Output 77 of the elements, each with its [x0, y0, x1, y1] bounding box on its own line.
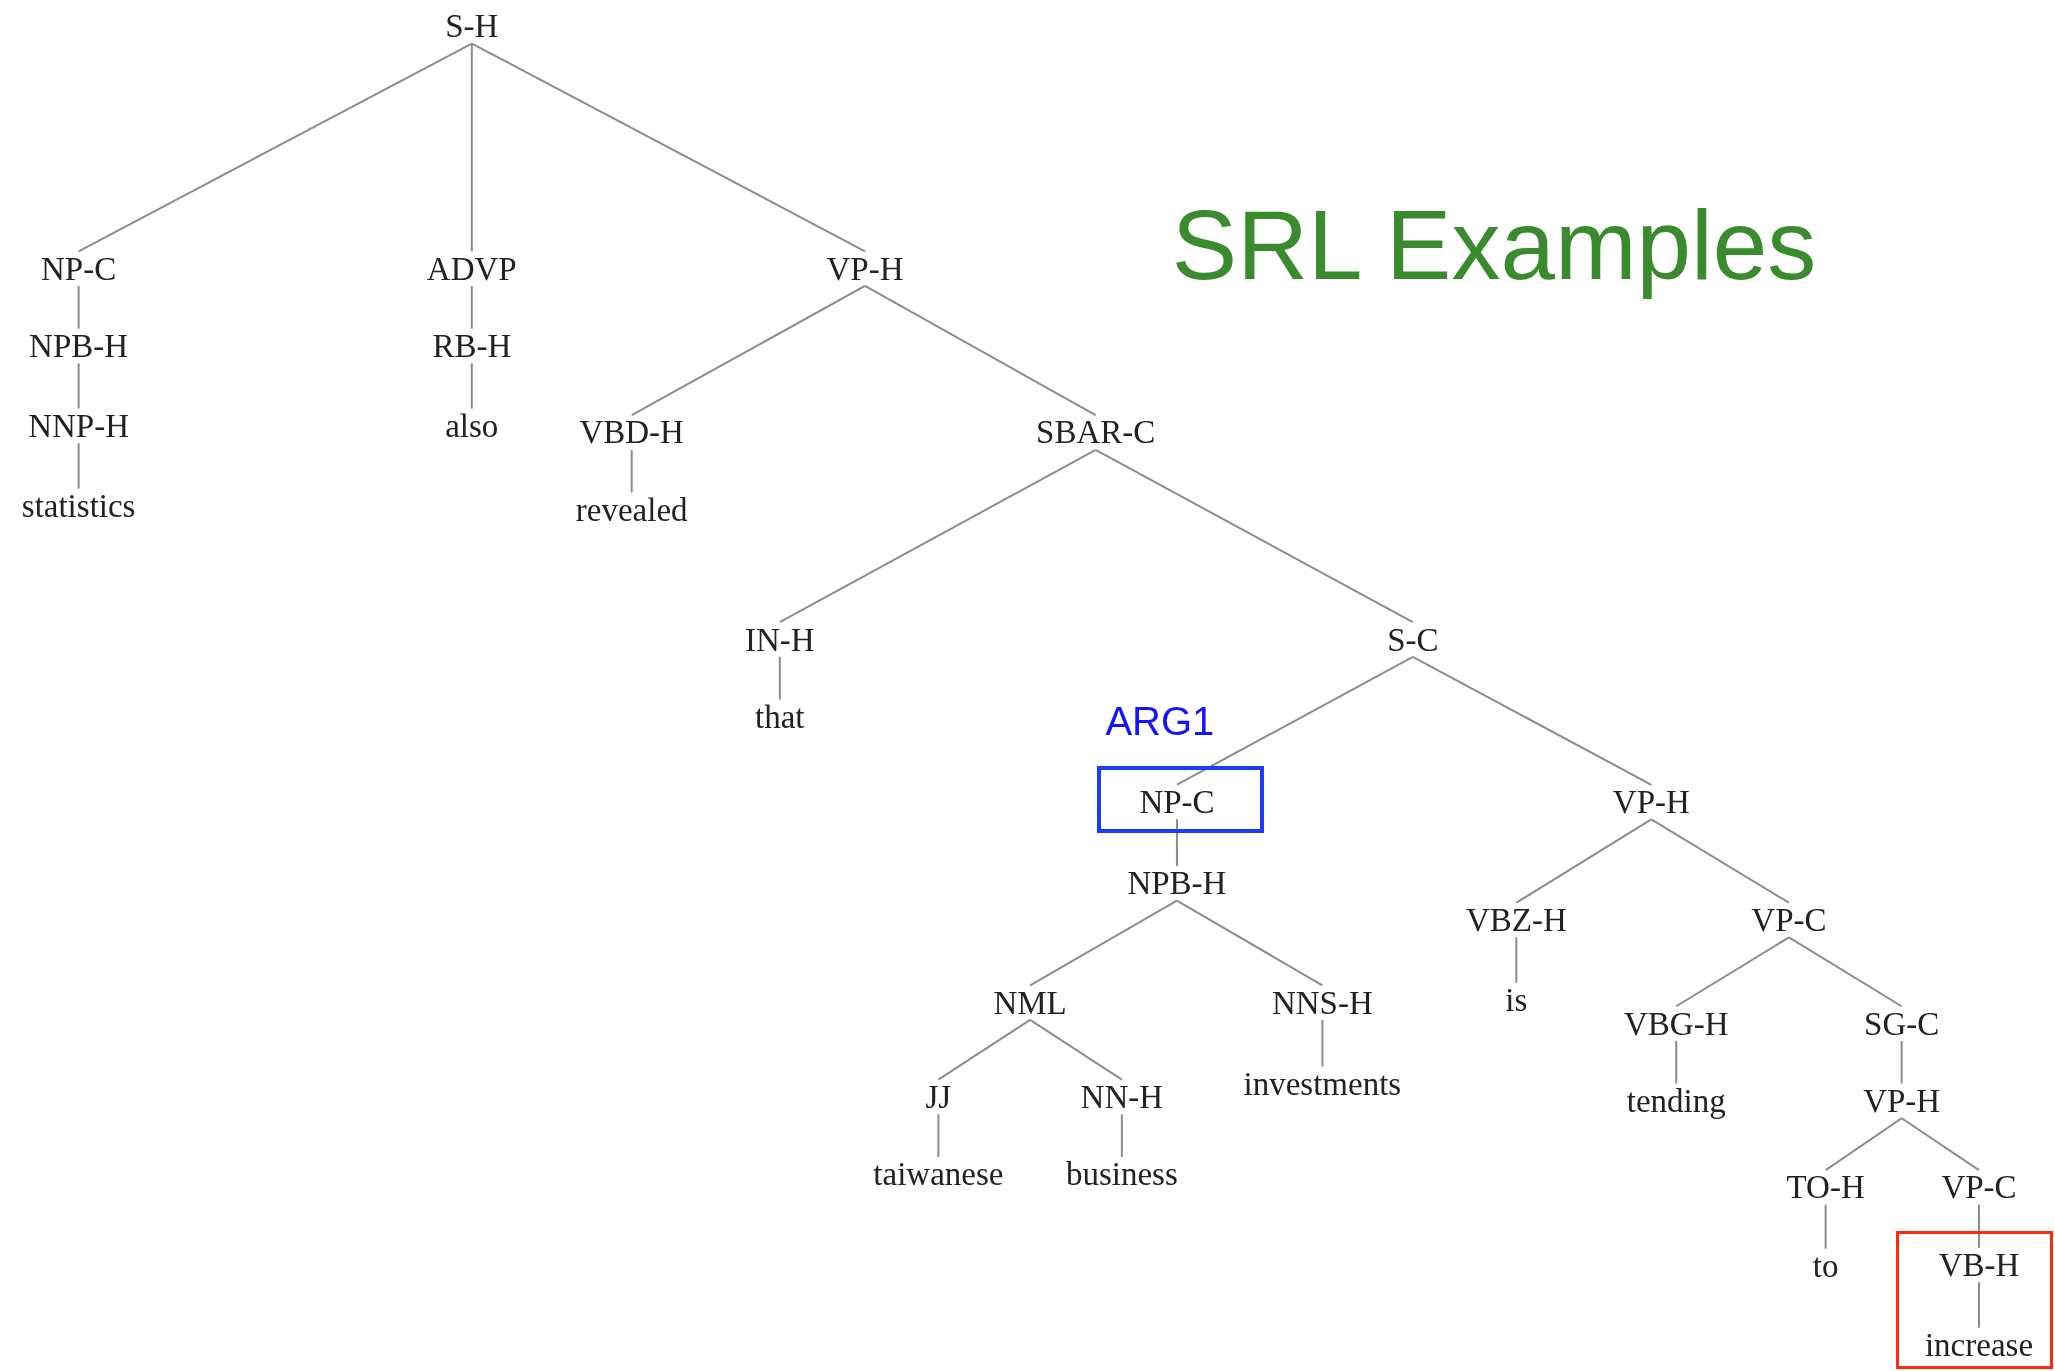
tree-node-label: VB-H — [1937, 1247, 2021, 1283]
tree-branch — [1175, 818, 1178, 867]
highlight-box — [1896, 1231, 2053, 1369]
tree-node-label: NML — [992, 985, 1068, 1020]
tree-node-label: VP-H — [825, 251, 905, 286]
tree-node-label: is — [1504, 982, 1529, 1018]
tree-branch — [1411, 655, 1653, 786]
tree-branch — [1978, 1281, 1980, 1329]
tree-node-label: TO-H — [1785, 1170, 1866, 1205]
tree-branch — [1824, 1203, 1827, 1250]
tree-branch — [1515, 936, 1518, 984]
tree-branch — [1175, 899, 1324, 987]
slide-title: SRL Examples — [1171, 188, 1817, 302]
tree-branch — [1176, 655, 1414, 786]
tree-node-label: NNS-H — [1270, 985, 1374, 1020]
tree-node-label: SG-C — [1863, 1006, 1941, 1041]
tree-node-label: that — [754, 699, 806, 735]
tree-branch — [77, 362, 80, 410]
tree-branch — [1675, 936, 1790, 1008]
tree-node-label: RB-H — [431, 328, 513, 364]
role-label: ARG1 — [1105, 698, 1215, 744]
tree-node-label: revealed — [574, 492, 689, 528]
tree-node-label: VP-C — [1750, 902, 1828, 938]
tree-branch — [778, 655, 781, 701]
tree-branch — [630, 448, 633, 494]
tree-branch — [630, 285, 866, 417]
tree-branch — [1787, 936, 1903, 1008]
highlight-box — [1097, 766, 1264, 833]
tree-node-label: VP-H — [1862, 1083, 1942, 1119]
tree-branch — [1978, 1203, 1980, 1249]
tree-node-label: statistics — [20, 488, 137, 524]
tree-node-label: SBAR-C — [1035, 415, 1157, 450]
tree-node-label: also — [444, 408, 500, 444]
tree-node-label: VP-H — [1611, 784, 1691, 820]
tree-node-label: VBZ-H — [1464, 902, 1568, 938]
tree-node-label: ADVP — [425, 251, 518, 286]
tree-node-label: taiwanese — [872, 1156, 1005, 1192]
tree-node-label: NNP-H — [27, 408, 131, 444]
tree-node-label: S-C — [1386, 622, 1440, 657]
tree-node-label: investments — [1242, 1066, 1403, 1102]
tree-branch — [1900, 1117, 1980, 1172]
tree-branch — [937, 1018, 1032, 1081]
tree-node-label: NPB-H — [28, 328, 130, 364]
tree-branch — [1029, 899, 1178, 987]
tree-node-label: VP-C — [1940, 1170, 2018, 1205]
tree-branch — [1824, 1117, 1903, 1172]
tree-branch — [1094, 448, 1414, 624]
tree-branch — [470, 285, 473, 330]
tree-node-label: tending — [1625, 1083, 1727, 1119]
tree-node-label: S-H — [444, 8, 500, 44]
tree-branch — [77, 442, 80, 490]
tree-branch — [864, 285, 1097, 417]
tree-branch — [77, 42, 473, 253]
tree-branch — [1029, 1018, 1123, 1081]
tree-node-label: NP-C — [40, 251, 118, 286]
tree-branch — [1120, 1113, 1123, 1158]
tree-branch — [1650, 818, 1790, 904]
tree-node-label: VBD-H — [578, 415, 685, 450]
tree-node-label: NN-H — [1079, 1079, 1165, 1115]
tree-node-label: VBG-H — [1623, 1006, 1730, 1041]
tree-node-label: to — [1811, 1248, 1840, 1284]
tree-branch — [1515, 818, 1653, 904]
tree-branch — [1321, 1018, 1324, 1068]
tree-branch — [470, 362, 473, 410]
tree-branch — [470, 42, 473, 253]
tree-branch — [1675, 1039, 1678, 1085]
tree-node-label: NPB-H — [1126, 866, 1228, 901]
tree-node-label: JJ — [924, 1079, 953, 1115]
tree-branch — [77, 285, 80, 330]
tree-branch — [778, 448, 1097, 624]
tree-branch — [937, 1113, 940, 1158]
tree-node-label: IN-H — [743, 622, 816, 657]
tree-node-label: business — [1064, 1156, 1179, 1192]
tree-node-label: increase — [1923, 1327, 2035, 1363]
tree-branch — [470, 42, 866, 253]
tree-branch — [1900, 1039, 1903, 1085]
tree-node-label: NP-C — [1138, 784, 1216, 820]
